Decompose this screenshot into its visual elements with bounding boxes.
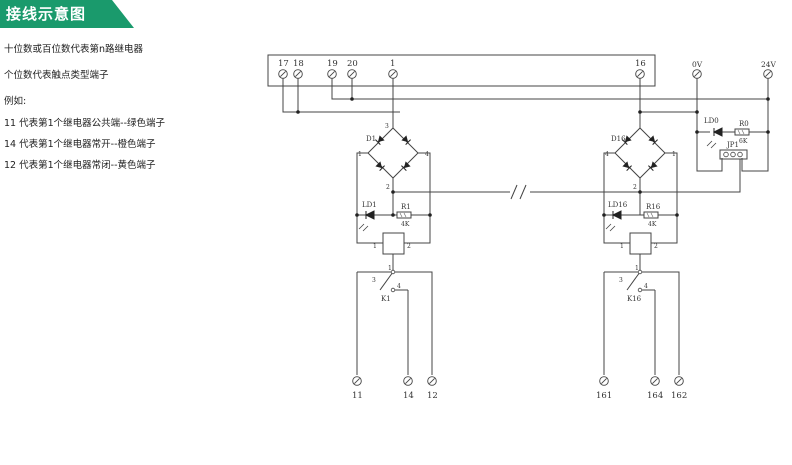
title-bar: 接线示意图 bbox=[0, 0, 135, 28]
title-banner-shape bbox=[0, 0, 134, 28]
resistor-value-r1: 4K bbox=[401, 221, 410, 228]
output-label-164: 164 bbox=[647, 391, 663, 401]
output-terminal-screw bbox=[599, 376, 609, 386]
output-terminal-screw bbox=[427, 376, 437, 386]
coil-pin-label: 2 bbox=[407, 243, 411, 250]
resistor-value-r0: 6K bbox=[739, 138, 748, 145]
resistor-label-r0: R0 bbox=[739, 120, 749, 128]
terminal-label-24v: 24V bbox=[761, 60, 777, 69]
terminal-screw bbox=[388, 69, 398, 79]
bridge-pin-label: 4 bbox=[425, 151, 429, 158]
legend-line: 12 代表第1个继电器常闭--黄色端子 bbox=[4, 160, 156, 171]
bridge-label-d16: D16 bbox=[611, 135, 626, 143]
coil-pin-label: 1 bbox=[620, 243, 624, 250]
output-terminal-screw bbox=[403, 376, 413, 386]
jumper-label-jp1: JP1 bbox=[726, 141, 739, 149]
legend-line: 11 代表第1个继电器公共端--绿色端子 bbox=[4, 118, 166, 129]
coil-pin-label: 1 bbox=[373, 243, 377, 250]
legend-line: 个位数代表触点类型端子 bbox=[4, 70, 109, 81]
bridge-d1-diodes bbox=[374, 134, 412, 172]
output-label-14: 14 bbox=[403, 391, 414, 401]
led-label-ld16: LD16 bbox=[608, 201, 628, 209]
legend-line: 例如: bbox=[4, 96, 27, 107]
output-label-11: 11 bbox=[352, 391, 363, 401]
terminal-label-1: 1 bbox=[390, 59, 395, 69]
coil-pin-label: 2 bbox=[654, 243, 658, 250]
page-title: 接线示意图 bbox=[6, 5, 87, 23]
terminal-screw bbox=[278, 69, 288, 79]
terminal-screw bbox=[692, 69, 702, 79]
contact-pin-label: 4 bbox=[644, 283, 648, 290]
bridge-pin-label: 3 bbox=[385, 123, 389, 130]
bridge-pin-label: 2 bbox=[633, 184, 637, 191]
terminal-screw bbox=[635, 69, 645, 79]
bridge-pin-label: 4 bbox=[605, 151, 609, 158]
contact-pin-label: 4 bbox=[397, 283, 401, 290]
contact-pin-label: 3 bbox=[372, 277, 376, 284]
legend-line: 14 代表第1个继电器常开--橙色端子 bbox=[4, 139, 156, 150]
output-label-162: 162 bbox=[671, 391, 687, 401]
terminal-screw bbox=[347, 69, 357, 79]
bridge-label-d1: D1 bbox=[366, 135, 376, 143]
terminal-screw bbox=[763, 69, 773, 79]
bridge-pin-label: 2 bbox=[386, 184, 390, 191]
terminal-label-17: 17 bbox=[278, 59, 289, 69]
resistor-label-r16: R16 bbox=[646, 203, 661, 211]
terminal-label-19: 19 bbox=[327, 59, 338, 69]
terminal-label-16: 16 bbox=[635, 59, 646, 69]
bridge-d16-diodes bbox=[621, 134, 659, 172]
bridge-pin-label: 1 bbox=[672, 151, 676, 158]
bridge-pin-label: 1 bbox=[358, 151, 362, 158]
legend-line: 十位数或百位数代表第n路继电器 bbox=[4, 44, 144, 55]
terminal-strip bbox=[267, 54, 656, 87]
terminal-label-18: 18 bbox=[293, 59, 304, 69]
output-terminal-screw bbox=[650, 376, 660, 386]
contact-pin-label: 3 bbox=[619, 277, 623, 284]
output-label-161: 161 bbox=[596, 391, 612, 401]
led-label-ld0: LD0 bbox=[704, 117, 719, 125]
contact-pin-label: 1 bbox=[635, 265, 639, 272]
led-label-ld1: LD1 bbox=[362, 201, 377, 209]
resistor-value-r16: 4K bbox=[648, 221, 657, 228]
output-terminal-screw bbox=[352, 376, 362, 386]
relay-label-k16: K16 bbox=[627, 295, 642, 303]
relay-label-k1: K1 bbox=[381, 295, 391, 303]
title-banner-fill bbox=[0, 0, 134, 28]
contact-pin-label: 1 bbox=[388, 265, 392, 272]
resistor-label-r1: R1 bbox=[401, 203, 411, 211]
terminal-screw bbox=[327, 69, 337, 79]
terminal-label-0v: 0V bbox=[692, 60, 703, 69]
output-label-12: 12 bbox=[427, 391, 438, 401]
terminal-screw bbox=[293, 69, 303, 79]
terminal-label-20: 20 bbox=[347, 59, 358, 69]
output-terminal-screw bbox=[674, 376, 684, 386]
